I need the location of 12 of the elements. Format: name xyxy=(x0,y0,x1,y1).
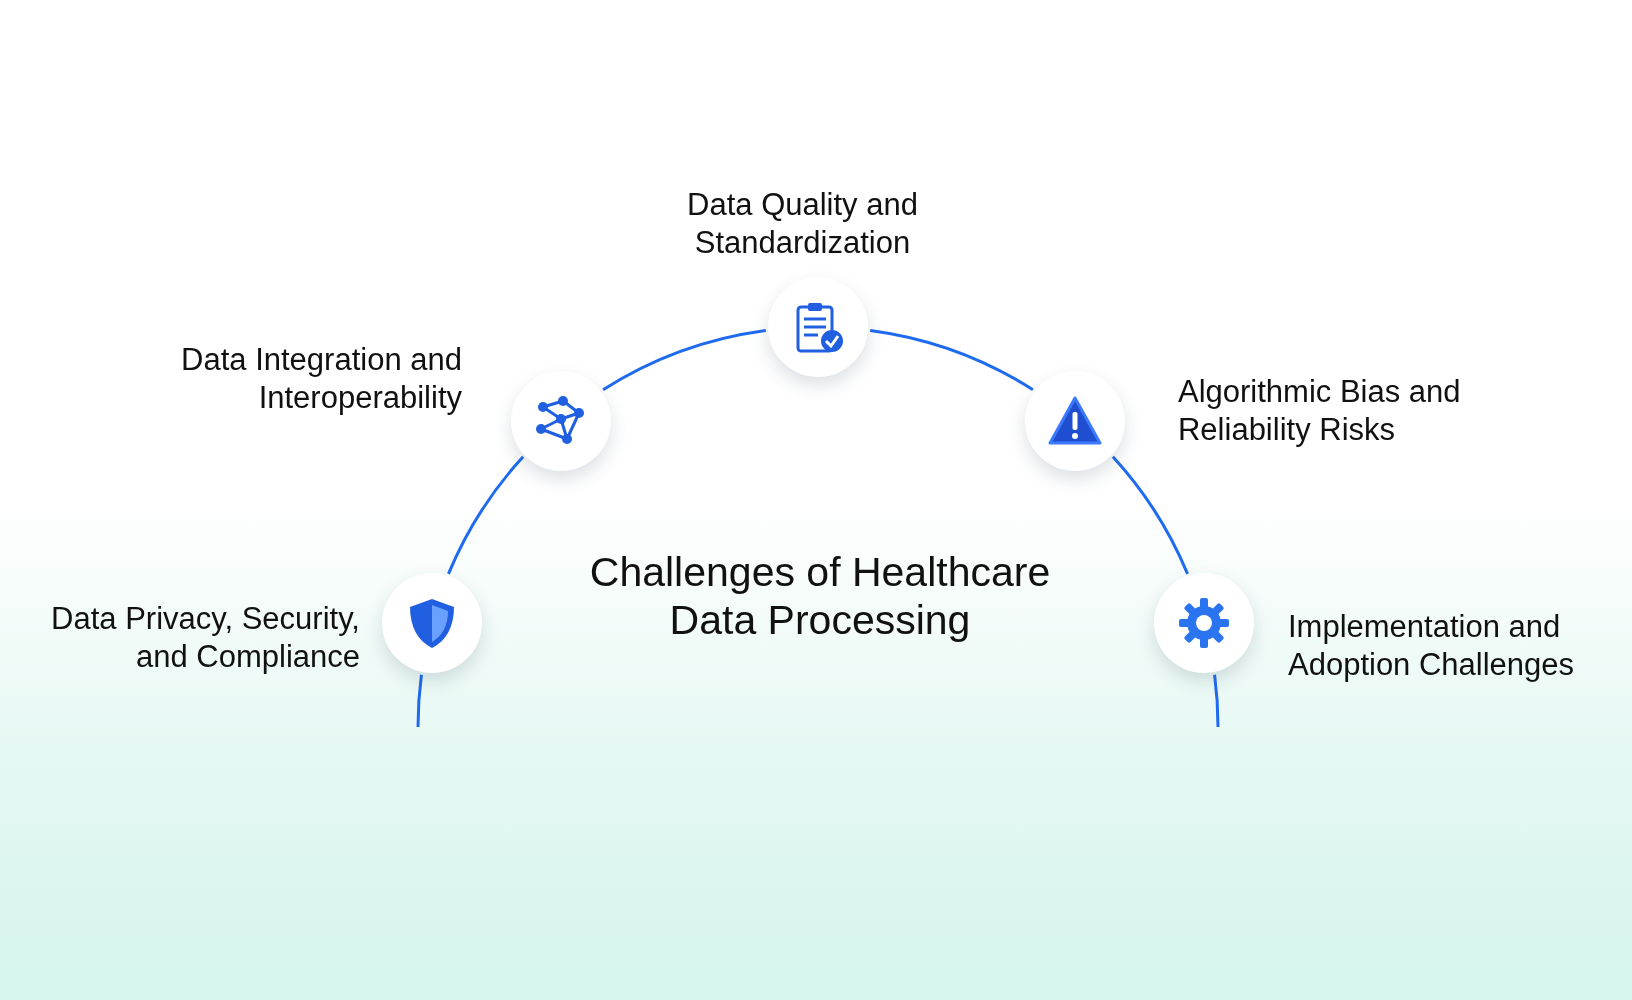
arc-connector xyxy=(1111,455,1189,575)
arc-connector xyxy=(447,455,525,575)
challenge-label: Algorithmic Bias and Reliability Risks xyxy=(1178,373,1462,449)
arc-connector xyxy=(416,674,423,728)
challenge-label: Data Integration and Interoperability xyxy=(180,341,462,417)
diagram-title: Challenges of Healthcare Data Processing xyxy=(588,548,1052,644)
arc-connector xyxy=(602,328,767,391)
challenge-label: Data Privacy, Security, and Compliance xyxy=(50,600,360,676)
challenge-label: Implementation and Adoption Challenges xyxy=(1288,608,1576,684)
arc-connector xyxy=(1213,674,1220,728)
arc-connector xyxy=(869,328,1034,391)
challenge-label: Data Quality and Standardization xyxy=(686,186,919,262)
